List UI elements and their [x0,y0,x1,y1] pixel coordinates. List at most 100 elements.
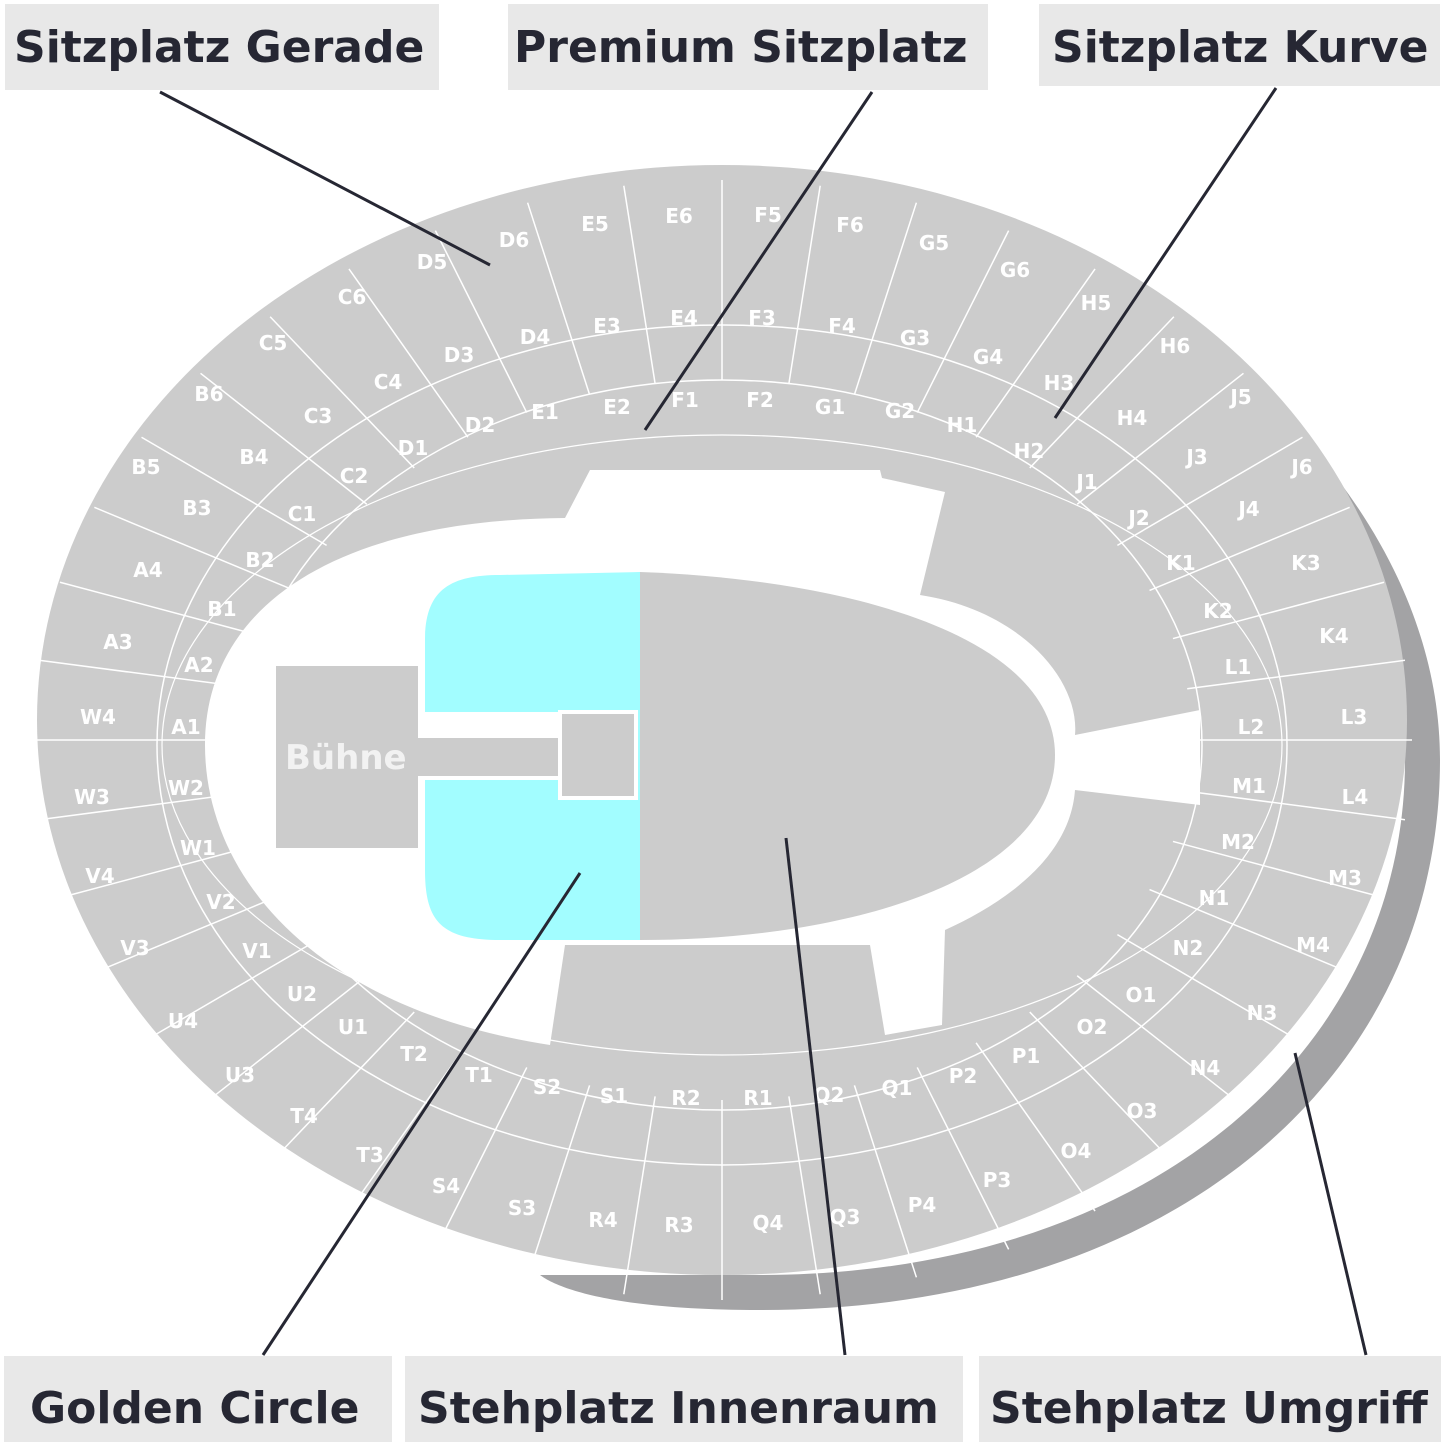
section-label-e1[interactable]: E1 [531,400,559,424]
section-label-e5[interactable]: E5 [581,212,609,236]
section-label-r1[interactable]: R1 [743,1086,772,1110]
section-label-c3[interactable]: C3 [304,404,333,428]
section-label-k4[interactable]: K4 [1319,624,1348,648]
section-label-b5[interactable]: B5 [131,455,160,479]
section-label-c6[interactable]: C6 [338,285,367,309]
section-label-u1[interactable]: U1 [338,1015,368,1039]
section-label-e2[interactable]: E2 [603,395,631,419]
section-label-h4[interactable]: H4 [1117,406,1148,430]
section-label-l4[interactable]: L4 [1342,785,1369,809]
section-label-m3[interactable]: M3 [1328,866,1362,890]
section-label-s1[interactable]: S1 [600,1084,628,1108]
section-label-d2[interactable]: D2 [465,413,496,437]
section-label-f6[interactable]: F6 [836,213,864,237]
section-label-k1[interactable]: K1 [1166,551,1195,575]
section-label-g5[interactable]: G5 [919,231,949,255]
section-label-w3[interactable]: W3 [74,785,110,809]
section-label-j4[interactable]: J4 [1236,497,1259,521]
section-label-d4[interactable]: D4 [520,325,551,349]
section-label-p2[interactable]: P2 [949,1064,978,1088]
section-label-o2[interactable]: O2 [1077,1015,1108,1039]
section-label-l1[interactable]: L1 [1225,655,1252,679]
section-label-f1[interactable]: F1 [671,388,699,412]
section-label-p3[interactable]: P3 [983,1168,1012,1192]
section-label-d6[interactable]: D6 [499,228,530,252]
section-label-s2[interactable]: S2 [533,1075,561,1099]
section-label-n2[interactable]: N2 [1173,936,1204,960]
section-label-b3[interactable]: B3 [182,496,211,520]
section-label-e3[interactable]: E3 [593,314,621,338]
section-label-d1[interactable]: D1 [398,436,429,460]
section-label-m2[interactable]: M2 [1221,830,1255,854]
section-label-f5[interactable]: F5 [754,203,782,227]
section-label-s4[interactable]: S4 [432,1174,460,1198]
section-label-v2[interactable]: V2 [206,890,235,914]
section-label-a1[interactable]: A1 [171,715,200,739]
section-label-b1[interactable]: B1 [207,597,236,621]
section-label-v3[interactable]: V3 [120,936,149,960]
section-label-k2[interactable]: K2 [1203,599,1232,623]
section-label-r4[interactable]: R4 [588,1208,617,1232]
section-label-c5[interactable]: C5 [259,331,288,355]
section-label-t3[interactable]: T3 [356,1143,384,1167]
section-label-c1[interactable]: C1 [288,502,317,526]
section-label-g3[interactable]: G3 [900,326,930,350]
section-label-j1[interactable]: J1 [1074,470,1097,494]
section-label-u2[interactable]: U2 [287,982,317,1006]
section-label-g2[interactable]: G2 [885,399,915,423]
section-label-q3[interactable]: Q3 [830,1205,861,1229]
section-label-v1[interactable]: V1 [242,939,271,963]
section-label-g1[interactable]: G1 [815,395,845,419]
section-label-o4[interactable]: O4 [1061,1139,1092,1163]
section-label-r2[interactable]: R2 [671,1086,700,1110]
section-label-l3[interactable]: L3 [1341,705,1368,729]
section-label-h2[interactable]: H2 [1014,439,1045,463]
section-label-q2[interactable]: Q2 [814,1083,845,1107]
section-label-o1[interactable]: O1 [1126,983,1157,1007]
section-label-k3[interactable]: K3 [1291,551,1320,575]
section-label-t1[interactable]: T1 [465,1063,493,1087]
section-label-b2[interactable]: B2 [245,548,274,572]
section-label-c4[interactable]: C4 [374,370,403,394]
section-label-u3[interactable]: U3 [225,1063,255,1087]
section-label-r3[interactable]: R3 [664,1213,693,1237]
section-label-m4[interactable]: M4 [1296,933,1330,957]
section-label-v4[interactable]: V4 [85,864,114,888]
section-label-a3[interactable]: A3 [103,630,132,654]
section-label-n3[interactable]: N3 [1247,1001,1278,1025]
section-label-p1[interactable]: P1 [1012,1044,1041,1068]
section-label-t4[interactable]: T4 [290,1104,318,1128]
section-label-w1[interactable]: W1 [180,836,216,860]
section-label-c2[interactable]: C2 [340,464,369,488]
section-label-w2[interactable]: W2 [168,776,204,800]
section-label-h6[interactable]: H6 [1160,334,1191,358]
section-label-b6[interactable]: B6 [194,382,223,406]
section-label-n1[interactable]: N1 [1199,886,1230,910]
section-label-f3[interactable]: F3 [748,306,776,330]
section-label-n4[interactable]: N4 [1190,1056,1221,1080]
section-label-g6[interactable]: G6 [1000,258,1030,282]
section-label-s3[interactable]: S3 [508,1196,536,1220]
section-label-j6[interactable]: J6 [1289,455,1312,479]
section-label-j3[interactable]: J3 [1184,445,1207,469]
section-label-d3[interactable]: D3 [444,343,475,367]
section-label-f4[interactable]: F4 [828,314,856,338]
section-label-p4[interactable]: P4 [908,1193,937,1217]
section-label-w4[interactable]: W4 [80,705,116,729]
section-label-a2[interactable]: A2 [184,653,213,677]
section-label-h1[interactable]: H1 [947,413,978,437]
section-label-j5[interactable]: J5 [1228,385,1251,409]
section-label-u4[interactable]: U4 [168,1009,198,1033]
section-label-h3[interactable]: H3 [1044,371,1075,395]
section-label-m1[interactable]: M1 [1232,774,1266,798]
section-label-h5[interactable]: H5 [1081,291,1112,315]
section-label-o3[interactable]: O3 [1127,1099,1158,1123]
section-label-d5[interactable]: D5 [417,250,448,274]
section-label-q4[interactable]: Q4 [753,1211,784,1235]
section-label-l2[interactable]: L2 [1238,715,1265,739]
section-label-f2[interactable]: F2 [746,388,774,412]
section-label-e6[interactable]: E6 [665,204,693,228]
section-label-e4[interactable]: E4 [670,306,698,330]
section-label-t2[interactable]: T2 [400,1042,428,1066]
section-label-b4[interactable]: B4 [239,445,268,469]
